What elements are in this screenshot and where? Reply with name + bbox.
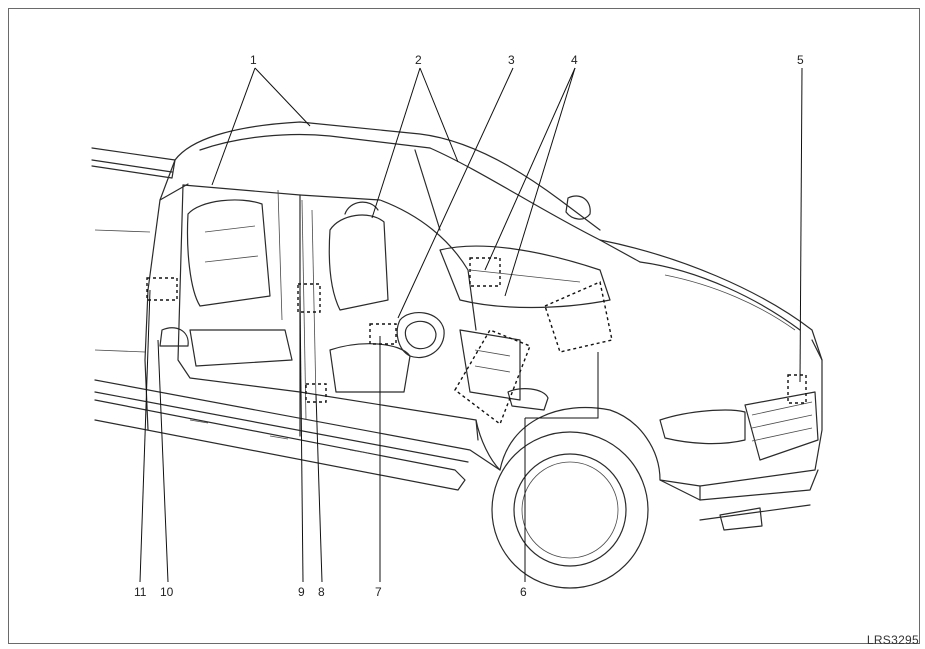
figure-frame: [8, 8, 920, 644]
callout-5: 5: [797, 53, 804, 67]
callout-11: 11: [134, 585, 147, 599]
sensor-areas: [146, 257, 807, 426]
area-8-9: [297, 283, 321, 313]
area-6b: [544, 281, 613, 353]
callout-1: 1: [250, 53, 257, 67]
callout-9: 9: [298, 585, 305, 599]
callout-10: 10: [160, 585, 174, 599]
area-5: [787, 374, 807, 404]
callout-3: 3: [508, 53, 515, 67]
area-7: [369, 323, 397, 345]
area-4: [469, 257, 501, 287]
leader-lines: [139, 67, 803, 583]
callout-labels: 1 2 3 4 5 6 7 8 9 10 11: [134, 53, 804, 599]
figure-code: LRS3295: [866, 633, 919, 647]
callout-4: 4: [571, 53, 578, 67]
callout-2: 2: [415, 53, 422, 67]
area-6: [454, 329, 531, 426]
callout-6: 6: [520, 585, 527, 599]
callout-8: 8: [318, 585, 325, 599]
callout-7: 7: [375, 585, 382, 599]
truck-body: [91, 121, 823, 589]
truck-interior: [159, 189, 611, 421]
area-10-11: [146, 277, 178, 301]
